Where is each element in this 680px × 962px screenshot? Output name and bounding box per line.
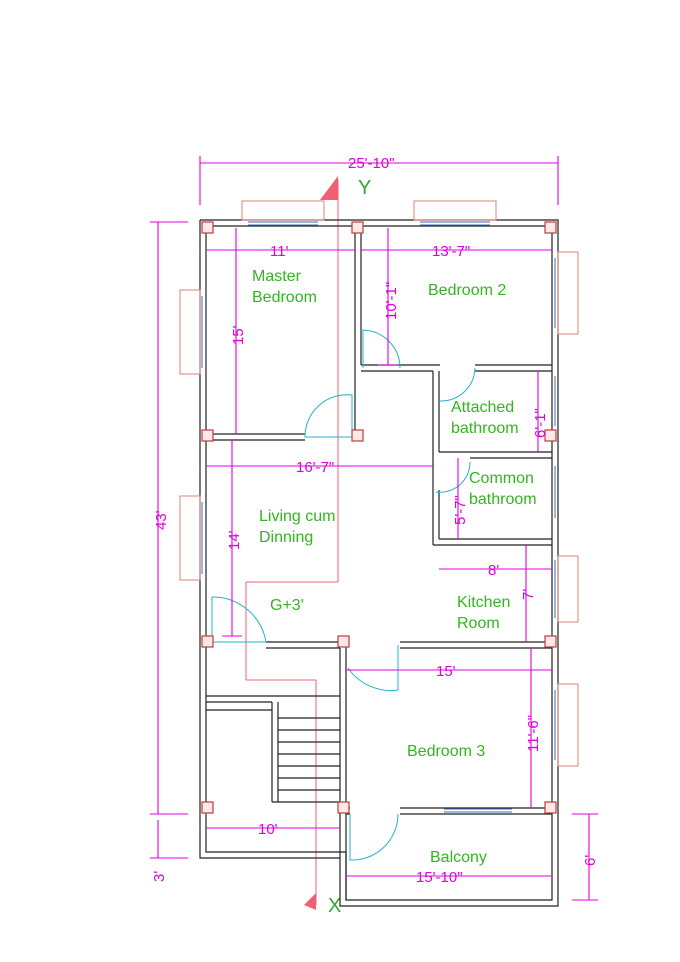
room-common-bathroom: Common bathroom xyxy=(469,470,538,508)
dim-living-length: 14' xyxy=(226,530,243,550)
dim-overall-width: 25'-10" xyxy=(348,155,395,172)
room-common-line2: bathroom xyxy=(469,491,537,508)
room-bedroom3: Bedroom 3 xyxy=(407,743,485,760)
y-axis-label: Y xyxy=(358,177,371,199)
staircase xyxy=(206,695,340,803)
room-living: Living cum Dinning xyxy=(259,508,340,546)
stair-label: G+3' xyxy=(270,597,304,614)
dim-master-width: 11' xyxy=(270,243,289,260)
dim-bedroom3-width: 15' xyxy=(436,663,456,680)
dim-balcony-width: 15'-10" xyxy=(416,869,463,886)
room-master-line2: Bedroom xyxy=(252,289,317,306)
dim-balcony-depth: 6' xyxy=(582,855,599,866)
room-living-line1: Living cum xyxy=(259,508,335,525)
room-common-line1: Common xyxy=(469,470,534,487)
room-living-line2: Dinning xyxy=(259,529,313,546)
room-attached-line1: Attached xyxy=(451,399,514,416)
dim-stair-width: 10' xyxy=(258,821,278,838)
dim-bedroom2-length: 10'-1" xyxy=(383,282,400,320)
room-attached-line2: bathroom xyxy=(451,420,519,437)
dim-living-width: 16'-7" xyxy=(296,459,334,476)
dim-kitchen-width: 8' xyxy=(488,562,499,579)
room-kitchen-line1: Kitchen xyxy=(457,594,510,611)
room-kitchen-line2: Room xyxy=(457,615,500,632)
x-axis-label: X xyxy=(328,895,341,917)
dim-master-length: 15' xyxy=(230,325,247,345)
dim-overall-length: 43' xyxy=(153,510,170,530)
room-attached-bathroom: Attached bathroom xyxy=(451,399,519,437)
dim-common-bath: 5'-7" xyxy=(452,495,469,525)
columns xyxy=(201,221,557,814)
room-bedroom2: Bedroom 2 xyxy=(428,282,506,299)
dim-setback: 3' xyxy=(151,871,168,882)
dim-attached-bath: 6'-1" xyxy=(532,408,549,438)
doors xyxy=(211,329,476,861)
x-axis-marker xyxy=(304,893,316,910)
room-balcony: Balcony xyxy=(430,849,487,866)
dim-kitchen-length: 7' xyxy=(520,589,537,600)
walls xyxy=(199,219,559,907)
room-kitchen: Kitchen Room xyxy=(457,594,515,632)
room-master-line1: Master xyxy=(252,268,302,285)
windows xyxy=(179,200,579,813)
dim-bedroom3-length: 11'-6" xyxy=(525,715,542,752)
room-master-bedroom: Master Bedroom xyxy=(252,268,317,306)
y-axis-marker xyxy=(320,176,338,200)
dim-bedroom2-width: 13'-7" xyxy=(432,243,470,260)
dimension-lines xyxy=(150,156,598,901)
